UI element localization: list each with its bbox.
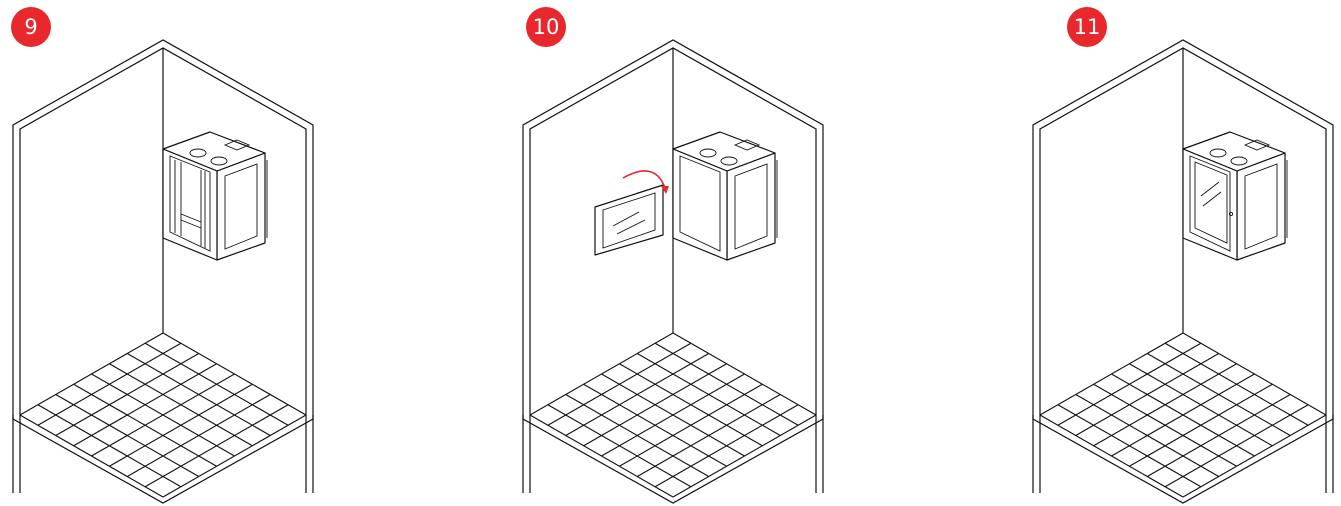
step-panel-11: 11 bbox=[1025, 0, 1341, 506]
glass-door-pane bbox=[1194, 161, 1228, 244]
glass-reflection bbox=[1202, 191, 1222, 207]
floor-border bbox=[522, 415, 824, 504]
cabinet-front-frame bbox=[672, 148, 728, 261]
glass-reflection bbox=[1200, 181, 1220, 197]
rotation-arrow bbox=[622, 170, 666, 189]
cabinet-side-panel bbox=[1236, 152, 1286, 261]
outer-wall-outline bbox=[1032, 39, 1334, 493]
floor-line bbox=[91, 373, 235, 457]
top-fan-left bbox=[189, 148, 207, 158]
front-opening bbox=[679, 155, 721, 252]
top-fan-right bbox=[210, 156, 228, 166]
front-opening bbox=[1189, 155, 1231, 252]
floor-line bbox=[162, 414, 307, 498]
floor-line bbox=[1075, 394, 1220, 477]
rack-shelf bbox=[180, 213, 202, 223]
floor-line bbox=[1057, 404, 1202, 488]
floor-line bbox=[1111, 373, 1255, 457]
floor-line bbox=[529, 414, 674, 498]
top-cable-plate bbox=[1243, 139, 1271, 151]
door-lock bbox=[1228, 211, 1234, 217]
side-panel-inset bbox=[734, 163, 768, 250]
floor-line bbox=[672, 414, 817, 498]
floor-line bbox=[583, 383, 727, 467]
step-badge-11: 11 bbox=[1067, 7, 1107, 47]
top-fan-right bbox=[720, 156, 738, 166]
glass-reflection bbox=[616, 219, 646, 235]
cabinet-front-frame bbox=[1182, 148, 1238, 261]
side-panel-inset bbox=[1244, 163, 1278, 250]
step-badge-10: 10 bbox=[526, 7, 566, 47]
wall-cabinet-2 bbox=[1182, 131, 1288, 261]
wall-cabinet-1 bbox=[594, 131, 778, 261]
top-fan-right bbox=[1230, 156, 1248, 166]
floor-line bbox=[1129, 383, 1273, 467]
floor-line bbox=[619, 383, 763, 467]
floor-line bbox=[19, 414, 164, 498]
floor-border bbox=[1032, 415, 1334, 504]
top-fan-left bbox=[1209, 148, 1227, 158]
room-2 bbox=[1032, 39, 1334, 504]
floor-line bbox=[1164, 404, 1309, 488]
cabinet-side-panel bbox=[216, 152, 266, 261]
side-panel-inset bbox=[224, 163, 258, 250]
wall-cabinet-0 bbox=[162, 131, 268, 261]
step-panel-9: 9 bbox=[5, 0, 325, 506]
rack-shelf bbox=[180, 219, 202, 229]
floor-line bbox=[1039, 414, 1184, 498]
floor-line bbox=[636, 394, 781, 477]
top-fan-left bbox=[699, 148, 717, 158]
floor-line bbox=[37, 404, 182, 488]
floor-line bbox=[565, 394, 710, 477]
top-cable-plate bbox=[223, 139, 251, 151]
step-badge-9: 9 bbox=[11, 7, 51, 47]
front-opening bbox=[169, 155, 211, 252]
cabinet-side-panel bbox=[726, 152, 776, 261]
floor-line bbox=[126, 394, 271, 477]
floor-grid bbox=[19, 332, 307, 498]
floor-line bbox=[109, 383, 253, 467]
floor-line bbox=[1146, 394, 1291, 477]
room-illustration-9 bbox=[12, 39, 314, 504]
cabinet-front-frame bbox=[162, 148, 218, 261]
floor-line bbox=[55, 394, 200, 477]
glass-door-panel bbox=[594, 184, 664, 256]
floor-border bbox=[12, 415, 314, 504]
room-0 bbox=[12, 39, 314, 504]
glass-reflection bbox=[612, 211, 640, 227]
room-illustration-10 bbox=[522, 39, 824, 504]
floor-line bbox=[547, 404, 692, 488]
step-panel-10: 10 bbox=[515, 0, 835, 506]
floor-grid bbox=[529, 332, 817, 498]
rotation-arrow-head bbox=[661, 186, 669, 194]
top-cable-plate bbox=[733, 139, 761, 151]
room-1 bbox=[522, 39, 824, 504]
floor-line bbox=[144, 404, 289, 488]
glass-door-pane bbox=[602, 192, 656, 249]
floor-line bbox=[654, 404, 799, 488]
floor-line bbox=[1182, 414, 1327, 498]
room-illustration-11 bbox=[1032, 39, 1334, 504]
floor-grid bbox=[1039, 332, 1327, 498]
floor-line bbox=[1093, 383, 1237, 467]
floor-line bbox=[601, 373, 745, 457]
outer-wall-outline bbox=[522, 39, 824, 493]
floor-line bbox=[73, 383, 217, 467]
outer-wall-outline bbox=[12, 39, 314, 493]
